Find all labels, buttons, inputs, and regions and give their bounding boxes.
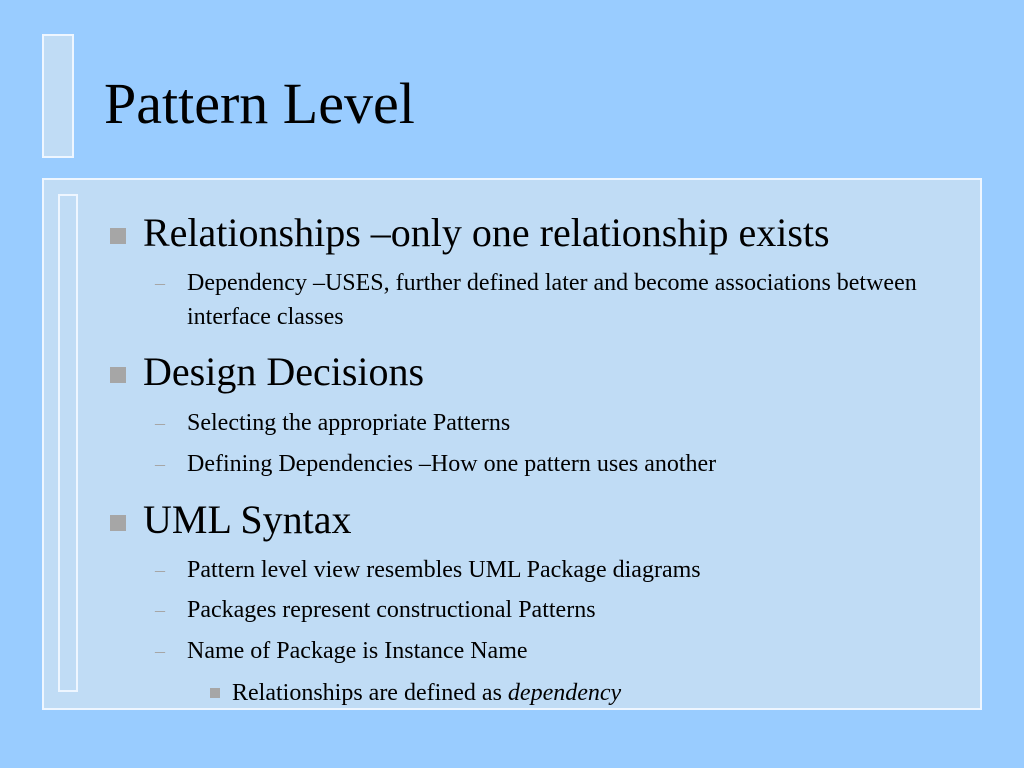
- square-bullet-icon: [210, 688, 220, 698]
- subbullet-text: Name of Package is Instance Name: [187, 638, 528, 664]
- subbullet-text: Defining Dependencies –How one pattern u…: [187, 451, 717, 477]
- subbullet-text: Pattern level view resembles UML Package…: [187, 557, 701, 583]
- dash-bullet-icon: –: [155, 640, 165, 662]
- subsubbullet-emphasis-text: dependency: [507, 680, 622, 706]
- dash-bullet-icon: –: [155, 272, 165, 294]
- dash-bullet-icon: –: [155, 412, 165, 434]
- title-accent-bar: [42, 34, 74, 158]
- subbullet-text: Packages represent constructional Patter…: [187, 597, 596, 623]
- bullet-text: Design Decisions: [143, 349, 425, 394]
- subbullet-text: Selecting the appropriate Patterns: [187, 410, 511, 436]
- subbullet-text: Dependency –USES, further defined later …: [187, 270, 917, 330]
- bullet-text: Relationships –only one relationship exi…: [143, 210, 830, 255]
- content-panel: [42, 178, 982, 710]
- bullet-text: UML Syntax: [143, 497, 352, 542]
- dash-bullet-icon: –: [155, 599, 165, 621]
- subsubbullet-plain-text: Relationships are defined as: [232, 680, 508, 706]
- slide-title: Pattern Level: [104, 71, 415, 136]
- dash-bullet-icon: –: [155, 453, 165, 475]
- square-bullet-icon: [110, 515, 126, 531]
- content-accent-bar: [58, 194, 78, 692]
- square-bullet-icon: [110, 367, 126, 383]
- subsubbullet-text: Relationships are defined as dependency: [232, 678, 621, 708]
- dash-bullet-icon: –: [155, 559, 165, 581]
- square-bullet-icon: [110, 228, 126, 244]
